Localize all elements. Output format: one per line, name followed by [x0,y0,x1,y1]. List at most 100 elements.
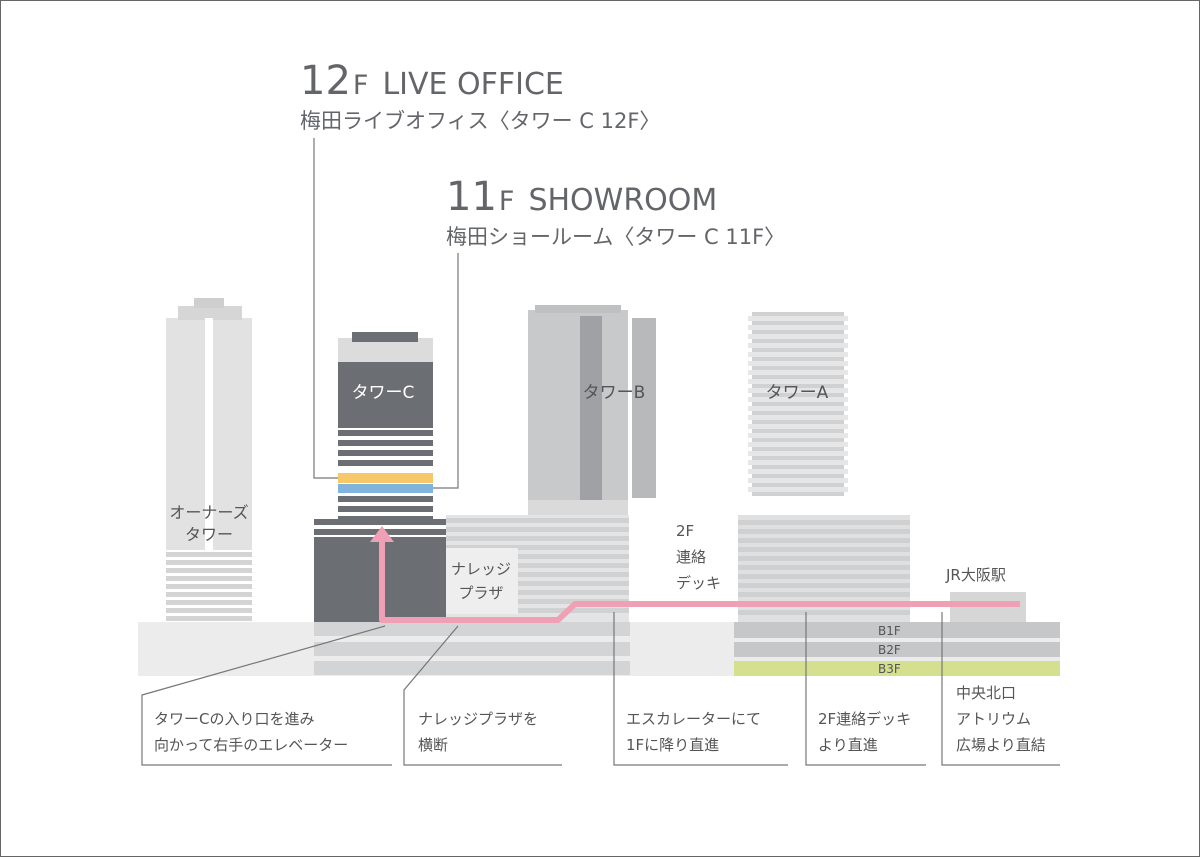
tower-c-floor-stripe [338,506,433,512]
leader-12f [313,138,338,479]
tower-c-floor-stripe [338,496,433,502]
deck-label-1: 2F [676,522,694,540]
heading-11f-name: SHOWROOM [528,183,717,218]
tower-a-floor-stripe [748,388,848,393]
tower-a-floor-stripe [748,469,848,474]
floor-12f-band [338,473,433,483]
tower-a-podium-stripe [738,592,910,597]
tower-a [738,312,910,622]
heading-11f-number: 11 [446,174,497,220]
tower-a-floor-stripe [748,406,848,411]
owners-tower-floor-stripe [166,608,252,613]
heading-11f-unit: F [499,186,515,217]
podium-floor-stripe [446,599,629,604]
tower-a-floor-stripe [748,487,848,492]
owners-tower-floor-stripe [166,568,252,573]
heading-12f-number: 12 [300,58,351,104]
floor-label-b2f: B2F [878,643,901,657]
floor-label-b1f: B1F [878,624,901,638]
tower-a-floor-stripe [748,361,848,366]
floor-11f-band [338,484,433,493]
knowledge-plaza-label-2: プラザ [458,584,503,602]
owners-tower-label-1: オーナーズ [169,503,248,522]
route-line [379,540,1020,623]
tower-c-floor-stripe [338,430,433,436]
basement [314,622,1060,676]
tower-a-label: タワーA [766,383,829,403]
b3f-band [734,661,1060,676]
tower-c-label: タワーC [352,383,415,403]
tower-a-floor-stripe [748,415,848,420]
heading-11f-subtitle: 梅田ショールーム〈タワー C 11F〉 [446,225,785,249]
step-2-line-2: 横断 [418,736,448,754]
tower-a-podium-stripe [738,538,910,543]
owners-tower-floor-stripe [166,600,252,605]
tower-a-floor-stripe [748,424,848,429]
step-5-line-2: アトリウム [956,710,1031,728]
podium-floor-stripe [446,545,629,550]
tower-b-label: タワーB [583,383,646,403]
tower-a-podium-stripe [738,610,910,615]
podium-floor-stripe [446,590,629,595]
podium-floor-stripe [446,581,629,586]
tower-a-floor-stripe [748,451,848,456]
tower-c-floor-stripe [338,460,433,466]
podium-floor-stripe [446,527,629,532]
owners-tower-label-2: タワー [185,525,233,544]
tower-a-floor-stripe [748,352,848,357]
tower-a-podium-stripe [738,520,910,525]
step-leaders [141,612,1060,766]
owners-tower-floor-stripe [166,576,252,581]
deck-label-3: デッキ [676,574,721,592]
tower-a-floor-stripe [748,460,848,465]
knowledge-plaza-box [446,548,518,614]
owners-tower-floor-stripe [166,552,252,557]
tower-a-podium-stripe [738,529,910,534]
floor-label-b3f: B3F [878,662,901,676]
podium-floor-stripe [446,518,629,523]
jr-osaka-label: JR大阪駅 [945,566,1006,584]
heading-12f-name: LIVE OFFICE [382,67,563,102]
tower-a-podium-stripe [738,574,910,579]
tower-a-floor-stripe [748,325,848,330]
step-5-line-3: 広場より直結 [956,736,1046,754]
owners-tower-floor-stripe [166,584,252,589]
step-5-line-1: 中央北口 [956,684,1016,702]
leader-11f [433,253,459,489]
tower-a-floor-stripe [748,316,848,321]
tower-a-podium-stripe [738,547,910,552]
tower-a-floor-stripe [748,379,848,384]
podium-floor-stripe [446,572,629,577]
owners-tower-floor-stripe [166,560,252,565]
podium-floor-stripe [446,554,629,559]
step-1-line-1: タワーCの入り口を進み [154,710,314,728]
tower-a-floor-stripe [748,433,848,438]
tower-a-podium-stripe [738,556,910,561]
podium-floor-stripe [446,563,629,568]
podium-floor-stripe [446,608,629,613]
tower-a-floor-stripe [748,478,848,483]
tower-c-floor-stripe [338,450,433,456]
step-4-line-2: より直進 [818,736,878,754]
tower-c-podium-stripe [314,519,446,525]
tower-b [528,305,656,515]
owners-tower-floor-stripe [166,616,252,621]
knowledge-plaza-label-1: ナレッジ [451,560,511,578]
tower-a-floor-stripe [748,370,848,375]
tower-a-podium-stripe [738,583,910,588]
deck-label-2: 連絡 [676,548,706,566]
step-3-line-1: エスカレーターにて [626,710,761,728]
step-3-line-2: 1Fに降り直進 [626,736,719,754]
tower-a-floor-stripe [748,343,848,348]
owners-tower-floor-stripe [166,592,252,597]
tower-a-floor-stripe [748,442,848,447]
podium-floor-stripe [446,536,629,541]
heading-12f-subtitle: 梅田ライブオフィス〈タワー C 12F〉 [300,109,660,133]
route-arrowhead [370,526,394,542]
tower-c-floor-stripe [338,440,433,446]
tower-a-podium-stripe [738,565,910,570]
tower-a-floor-stripe [748,334,848,339]
